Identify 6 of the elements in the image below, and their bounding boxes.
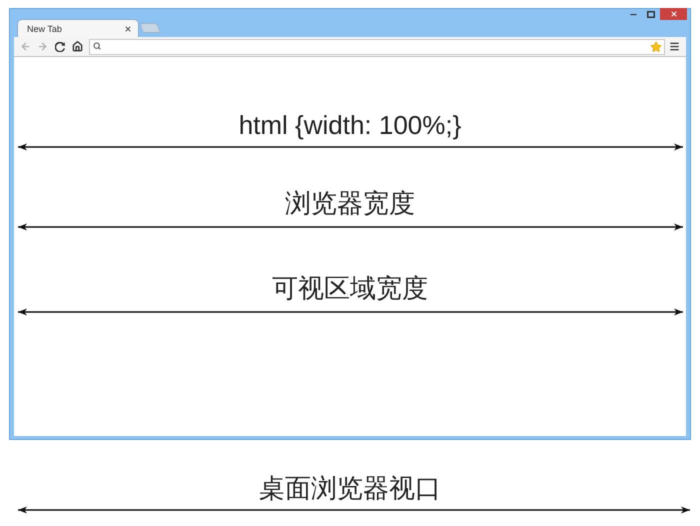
tab-title: New Tab [27,24,62,34]
dimension-label: 可视区域宽度 [272,273,428,303]
dimension-label: 浏览器宽度 [285,188,415,218]
browser-tab [17,19,139,38]
dimension-label: 桌面浏览器视口 [259,473,441,503]
dimension-label: html {width: 100%;} [238,110,462,140]
